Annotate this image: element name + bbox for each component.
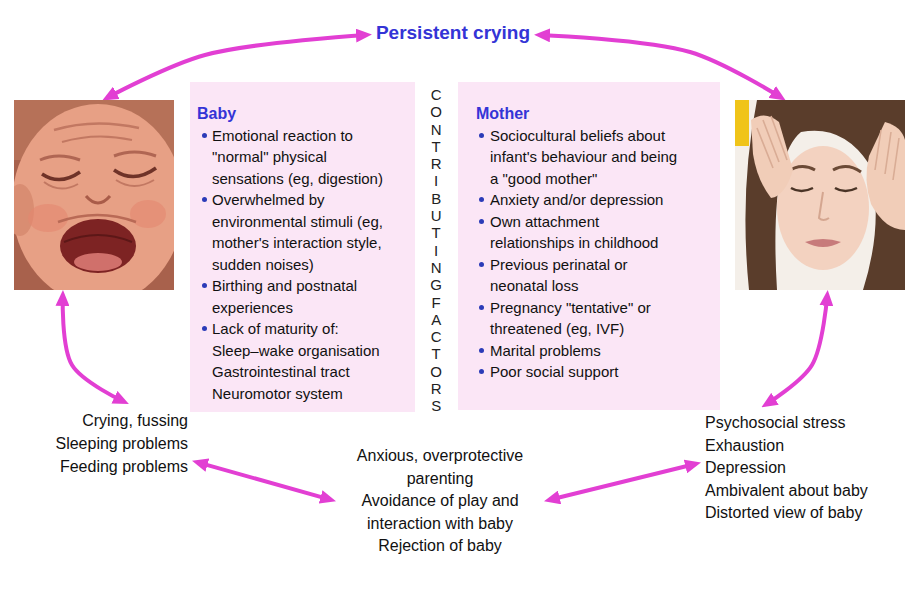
- double-arrow: [550, 464, 695, 500]
- outcome-text: Sleeping problems: [55, 432, 188, 455]
- factor-panel: BabyEmotional reaction to "normal" physi…: [190, 82, 415, 412]
- factor-text: Marital problems: [490, 340, 685, 362]
- outcome-text: Depression: [705, 457, 868, 480]
- bullet-dot: [479, 305, 484, 310]
- baby-factors: BabyEmotional reaction to "normal" physi…: [14, 82, 415, 410]
- panel-heading: Mother: [476, 103, 685, 125]
- mother-factors: MotherSociocultural beliefs about infant…: [458, 82, 905, 410]
- outcome-text: Anxious, overprotective parenting: [340, 445, 540, 490]
- outcome-text: Exhaustion: [705, 435, 868, 458]
- outcome-text: Ambivalent about baby: [705, 480, 868, 503]
- focus-text: Persistent crying: [376, 21, 530, 45]
- mother-photo: [735, 100, 905, 290]
- outcome-text: Distorted view of baby: [705, 502, 868, 525]
- factor-item: Sociocultural beliefs about infant's beh…: [458, 125, 685, 190]
- factor-item: Neuromotor system: [190, 383, 385, 405]
- mother-outcomes: Psychosocial stressExhaustionDepressionA…: [705, 412, 868, 525]
- factor-text: Lack of maturity of:: [212, 318, 385, 340]
- factor-panel: MotherSociocultural beliefs about infant…: [458, 82, 720, 410]
- factor-text: Sociocultural beliefs about infant's beh…: [490, 125, 685, 190]
- factor-item: Previous perinatal or neonatal loss: [458, 254, 685, 297]
- factor-item: Sleep–wake organisation: [190, 340, 385, 362]
- outcome-text: Feeding problems: [55, 455, 188, 478]
- factor-item: Marital problems: [458, 340, 685, 362]
- bullet-dot: [202, 326, 207, 331]
- baby-photo: [14, 100, 174, 290]
- factor-text: Own attachment relationships in childhoo…: [490, 211, 685, 254]
- factor-item: Own attachment relationships in childhoo…: [458, 211, 685, 254]
- factor-item: Baby: [190, 103, 385, 125]
- factor-item: Gastrointestinal tract: [190, 361, 385, 383]
- vertical-label: CONTRIBUTING FACTORS: [430, 86, 442, 415]
- double-arrow: [767, 296, 828, 404]
- factor-text: Overwhelmed by environmental stimuli (eg…: [212, 189, 385, 275]
- bullet-dot: [202, 283, 207, 288]
- outcome-text: Psychosocial stress: [705, 412, 868, 435]
- factor-item: Poor social support: [458, 361, 685, 383]
- factor-item: Emotional reaction to "normal" physical …: [190, 125, 385, 190]
- bullet-dot: [479, 197, 484, 202]
- double-arrow: [63, 296, 124, 402]
- factor-text: Previous perinatal or neonatal loss: [490, 254, 685, 297]
- outcome-text: Crying, fussing: [55, 409, 188, 432]
- factor-item: Mother: [458, 103, 685, 125]
- bullet-dot: [479, 219, 484, 224]
- bullet-dot: [479, 369, 484, 374]
- factor-item: Lack of maturity of:: [190, 318, 385, 340]
- outcome-text: Avoidance of play and interaction with b…: [340, 490, 540, 535]
- factor-item: Overwhelmed by environmental stimuli (eg…: [190, 189, 385, 275]
- factor-text: Emotional reaction to "normal" physical …: [212, 125, 385, 190]
- factor-item: Anxiety and/or depression: [458, 189, 685, 211]
- factor-text: Pregnancy "tentative" or threatened (eg,…: [490, 297, 685, 340]
- baby-outcomes: Crying, fussingSleeping problemsFeeding …: [55, 409, 188, 478]
- bullet-dot: [479, 348, 484, 353]
- double-arrow: [198, 462, 330, 499]
- panel-heading: Baby: [197, 103, 385, 125]
- factor-item: Birthing and postnatal experiences: [190, 275, 385, 318]
- bullet-dot: [202, 197, 207, 202]
- factor-item: Pregnancy "tentative" or threatened (eg,…: [458, 297, 685, 340]
- factor-text: Poor social support: [490, 361, 685, 383]
- parenting-outcomes: Anxious, overprotective parentingAvoidan…: [340, 445, 540, 558]
- bullet-dot: [479, 133, 484, 138]
- factor-text: Anxiety and/or depression: [490, 189, 685, 211]
- bullet-dot: [202, 133, 207, 138]
- factor-text: Gastrointestinal tract: [212, 361, 385, 383]
- factor-text: Birthing and postnatal experiences: [212, 275, 385, 318]
- bullet-dot: [479, 262, 484, 267]
- factor-text: Sleep–wake organisation: [212, 340, 385, 362]
- factor-text: Neuromotor system: [212, 383, 385, 405]
- outcome-text: Rejection of baby: [340, 535, 540, 558]
- focus-node: Persistent crying: [376, 21, 530, 45]
